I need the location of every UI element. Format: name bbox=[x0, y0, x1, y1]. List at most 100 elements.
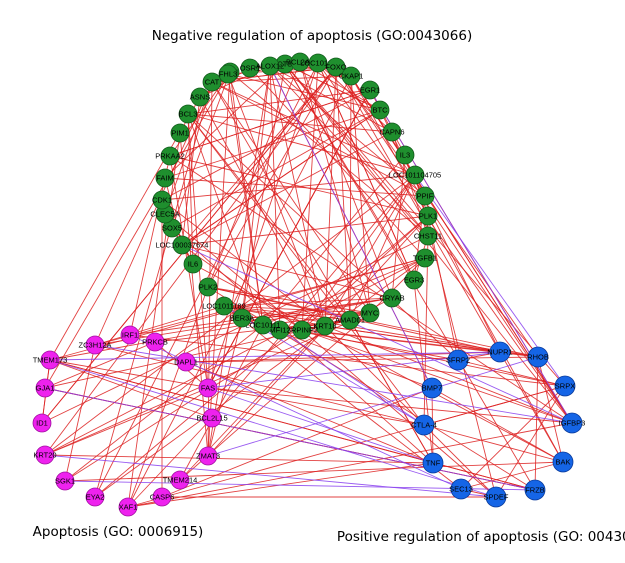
node-circle[interactable] bbox=[415, 248, 435, 268]
node-circle[interactable] bbox=[176, 352, 196, 372]
node-circle[interactable] bbox=[418, 226, 438, 246]
node-circle[interactable] bbox=[202, 408, 222, 428]
node-circle[interactable] bbox=[554, 375, 576, 397]
node-cryab[interactable]: CRYAB bbox=[379, 288, 405, 308]
node-loc100037674[interactable]: LOC100037674 bbox=[156, 235, 209, 255]
node-circle[interactable] bbox=[360, 303, 380, 323]
node-prkaa2[interactable]: PRKAA2 bbox=[155, 146, 185, 166]
node-eya2[interactable]: EYA2 bbox=[85, 487, 105, 507]
node-il3[interactable]: IL3 bbox=[395, 145, 415, 165]
node-circle[interactable] bbox=[35, 445, 55, 465]
node-circle[interactable] bbox=[421, 377, 443, 399]
node-circle[interactable] bbox=[120, 325, 140, 345]
node-sec13[interactable]: SEC13 bbox=[449, 478, 473, 500]
node-cat[interactable]: CAT bbox=[202, 72, 222, 92]
node-loc10111[interactable]: LOC10111 bbox=[245, 315, 281, 335]
node-tmem214[interactable]: TMEM214 bbox=[163, 470, 198, 490]
node-circle[interactable] bbox=[422, 452, 444, 474]
node-dapl1[interactable]: DAPL1 bbox=[174, 352, 198, 372]
node-circle[interactable] bbox=[172, 235, 192, 255]
node-il6[interactable]: IL6 bbox=[183, 254, 203, 274]
node-egr3[interactable]: EGR3 bbox=[404, 270, 424, 290]
node-circle[interactable] bbox=[155, 168, 175, 188]
node-mfi12[interactable]: MFI12 bbox=[269, 320, 291, 340]
node-circle[interactable] bbox=[183, 254, 203, 274]
node-circle[interactable] bbox=[178, 104, 198, 124]
node-circle[interactable] bbox=[561, 412, 583, 434]
node-egr1[interactable]: EGR1 bbox=[360, 80, 380, 100]
node-circle[interactable] bbox=[370, 100, 390, 120]
node-circle[interactable] bbox=[198, 446, 218, 466]
node-srpx[interactable]: SRPX bbox=[554, 375, 576, 397]
node-osr1[interactable]: OSR1 bbox=[240, 58, 260, 78]
node-zc3h12a[interactable]: ZC3H12A bbox=[79, 335, 112, 355]
node-asns[interactable]: ASNS bbox=[190, 87, 210, 107]
node-circle[interactable] bbox=[341, 66, 361, 86]
node-circle[interactable] bbox=[152, 487, 172, 507]
node-bcl2l15[interactable]: BCL2L15 bbox=[196, 408, 228, 428]
node-plk1[interactable]: PLK1 bbox=[418, 206, 438, 226]
node-plk2[interactable]: PLK2 bbox=[198, 277, 218, 297]
node-circle[interactable] bbox=[405, 165, 425, 185]
node-circle[interactable] bbox=[170, 470, 190, 490]
node-irf1[interactable]: IRF1 bbox=[120, 325, 140, 345]
node-faim[interactable]: FAIM bbox=[155, 168, 175, 188]
node-circle[interactable] bbox=[218, 64, 238, 84]
node-circle[interactable] bbox=[198, 378, 218, 398]
node-circle[interactable] bbox=[118, 497, 138, 517]
node-circle[interactable] bbox=[202, 72, 222, 92]
node-circle[interactable] bbox=[32, 413, 52, 433]
node-circle[interactable] bbox=[35, 378, 55, 398]
node-bcl3[interactable]: BCL3 bbox=[178, 104, 198, 124]
node-circle[interactable] bbox=[85, 487, 105, 507]
node-circle[interactable] bbox=[232, 308, 252, 328]
node-circle[interactable] bbox=[404, 270, 424, 290]
node-srpinp2[interactable]: SRPINP2 bbox=[286, 320, 318, 340]
node-circle[interactable] bbox=[315, 316, 335, 336]
node-circle[interactable] bbox=[485, 486, 507, 508]
node-myc[interactable]: MYC bbox=[360, 303, 380, 323]
node-circle[interactable] bbox=[527, 346, 549, 368]
node-circle[interactable] bbox=[489, 341, 511, 363]
node-loc10112[interactable]: LOC10112 bbox=[300, 53, 336, 73]
node-tgfb1[interactable]: TGFB1 bbox=[413, 248, 437, 268]
node-sgk1[interactable]: SGK1 bbox=[55, 471, 75, 491]
node-zmat3[interactable]: ZMAT3 bbox=[196, 446, 220, 466]
node-circle[interactable] bbox=[55, 471, 75, 491]
node-loc1011189[interactable]: LOC1011189 bbox=[202, 296, 246, 316]
node-circle[interactable] bbox=[447, 349, 469, 371]
node-circle[interactable] bbox=[270, 320, 290, 340]
node-chst11[interactable]: CHST11 bbox=[414, 226, 442, 246]
node-circle[interactable] bbox=[418, 206, 438, 226]
node-casp6[interactable]: CASP6 bbox=[150, 487, 175, 507]
node-sfrp2[interactable]: SFRP2 bbox=[446, 349, 470, 371]
node-circle[interactable] bbox=[198, 277, 218, 297]
node-ppif[interactable]: PPIF bbox=[415, 186, 435, 206]
node-circle[interactable] bbox=[450, 478, 472, 500]
node-circle[interactable] bbox=[395, 145, 415, 165]
node-krt18[interactable]: KRT18 bbox=[313, 316, 337, 336]
node-loc101104705[interactable]: LOC101104705 bbox=[389, 165, 441, 185]
node-frzb[interactable]: FRZB bbox=[524, 479, 546, 501]
node-circle[interactable] bbox=[413, 414, 435, 436]
node-id1[interactable]: ID1 bbox=[32, 413, 52, 433]
node-spdef[interactable]: SPDEF bbox=[483, 486, 509, 508]
node-circle[interactable] bbox=[145, 332, 165, 352]
node-bak[interactable]: BAK bbox=[552, 451, 574, 473]
node-pim1[interactable]: PIM1 bbox=[170, 123, 190, 143]
node-gja1[interactable]: GJA1 bbox=[35, 378, 55, 398]
node-fhl3[interactable]: FHL3 bbox=[218, 64, 238, 84]
node-amad01[interactable]: AMAD01 bbox=[335, 310, 365, 330]
node-circle[interactable] bbox=[152, 190, 172, 210]
node-circle[interactable] bbox=[190, 87, 210, 107]
node-circle[interactable] bbox=[382, 122, 402, 142]
node-foxo[interactable]: FOXO bbox=[325, 57, 347, 77]
node-circle[interactable] bbox=[308, 53, 328, 73]
node-bmp7[interactable]: BMP7 bbox=[421, 377, 443, 399]
node-tnf[interactable]: TNF bbox=[422, 452, 444, 474]
node-xaf1[interactable]: XAF1 bbox=[118, 497, 138, 517]
node-circle[interactable] bbox=[415, 186, 435, 206]
node-prkcb[interactable]: PRKCB bbox=[142, 332, 168, 352]
node-capn6[interactable]: CAPN6 bbox=[379, 122, 405, 142]
node-circle[interactable] bbox=[552, 451, 574, 473]
